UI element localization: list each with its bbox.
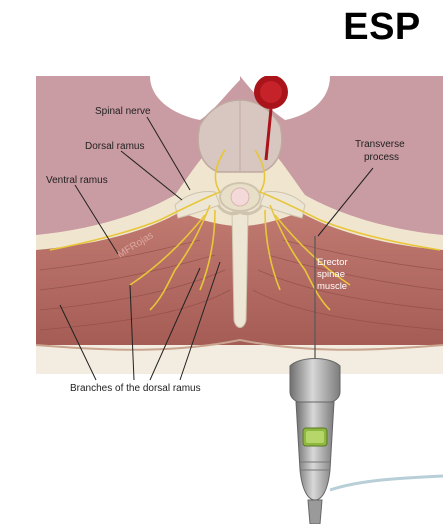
label-branches-dorsal-ramus: Branches of the dorsal ramus — [70, 383, 201, 394]
spinous-process — [232, 212, 248, 328]
label-dorsal-ramus: Dorsal ramus — [85, 141, 144, 152]
label-spinal-nerve: Spinal nerve — [95, 106, 151, 117]
cross-section-panel: MFRojas — [36, 75, 443, 374]
label-transverse-process-line1: Transverse — [355, 139, 405, 150]
probe-handle — [308, 500, 322, 524]
label-ventral-ramus: Ventral ramus — [46, 175, 108, 186]
label-erector-line1: Erector — [317, 257, 348, 268]
probe-cable — [330, 476, 443, 490]
spinal-cord — [231, 188, 249, 206]
label-erector-line3: muscle — [317, 281, 347, 292]
ultrasound-probe — [290, 359, 443, 524]
probe-head — [290, 359, 340, 403]
probe-body — [296, 402, 334, 500]
label-erector-line2: spinae — [317, 269, 345, 280]
label-transverse-process-line2: process — [364, 152, 399, 163]
